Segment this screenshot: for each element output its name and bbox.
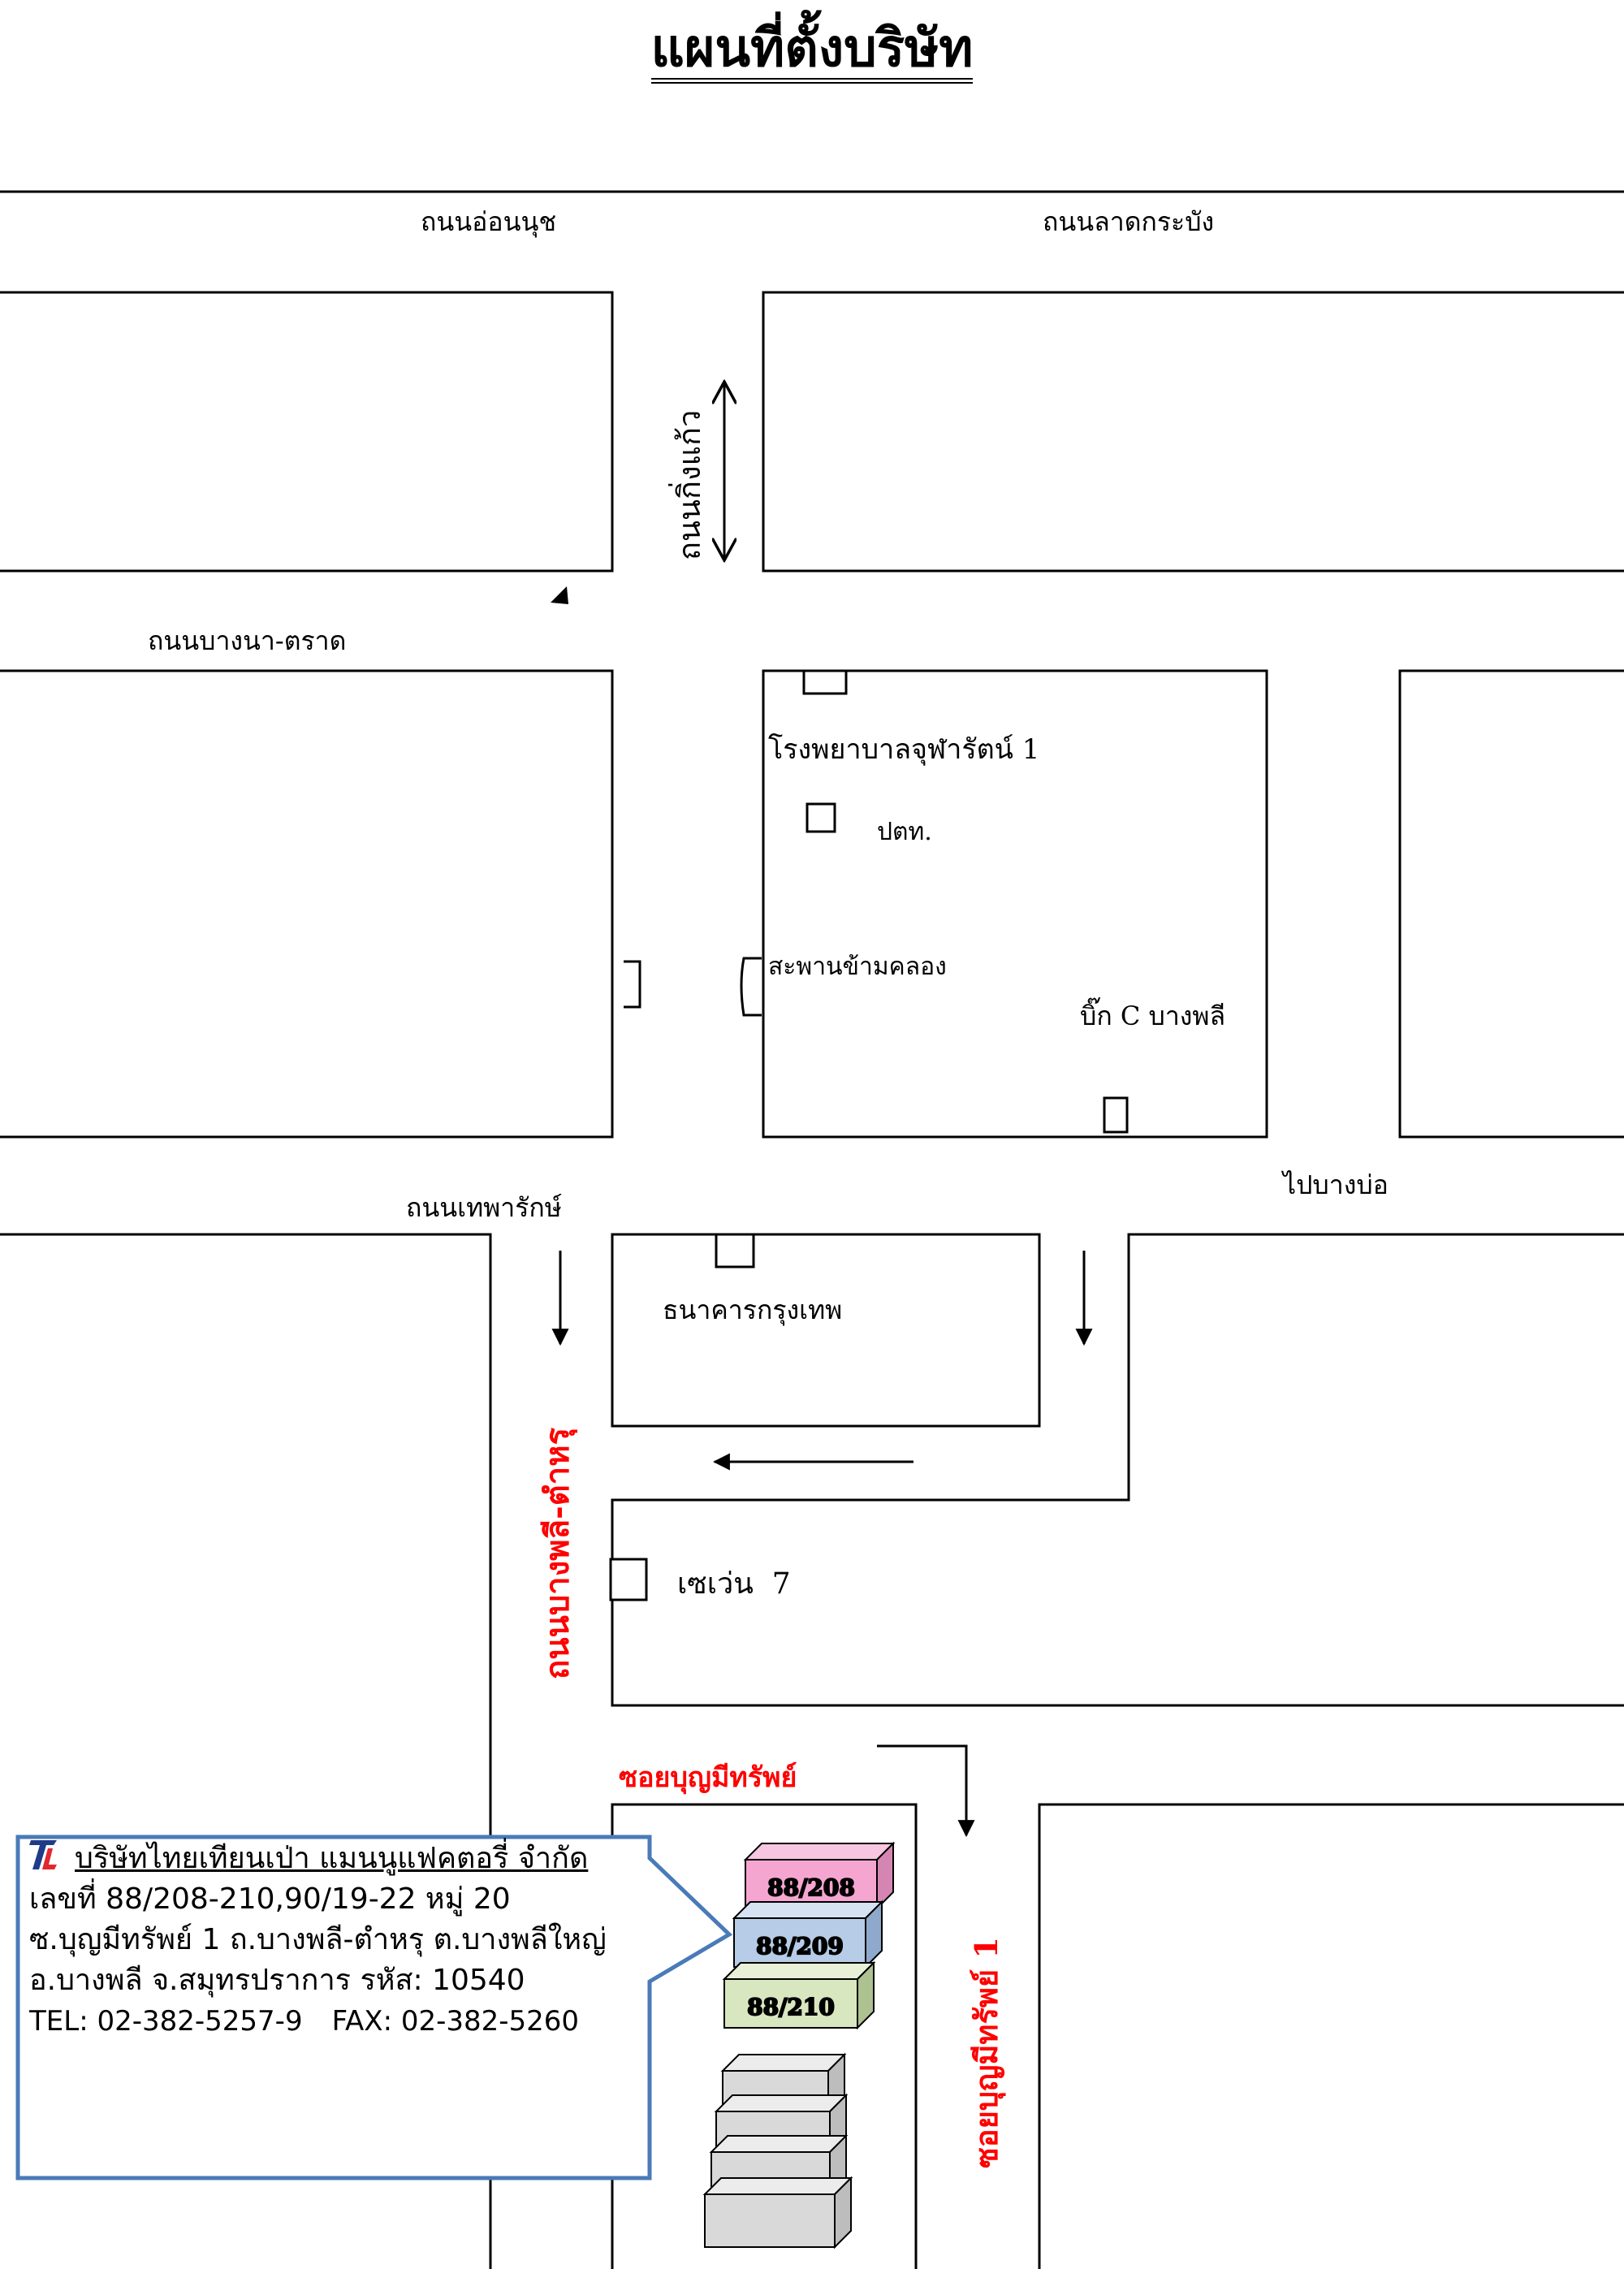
road-label-thepharak: ถนนเทพารักษ์ — [406, 1192, 562, 1223]
landmark-label-big-c: บิ๊ก C บางพลี — [1080, 997, 1225, 1031]
road-label-king-kaew: ถนนกิ่งแก้ว — [668, 410, 707, 560]
road-label-lat-krabang: ถนนลาดกระบัง — [1043, 206, 1214, 237]
company-name: บริษัทไทยเทียนเป่า แมนนูแฟคตอรี่ จำกัด — [29, 1839, 630, 1879]
company-contact: TEL: 02-382-5257-9 FAX: 02-382-5260 — [29, 2001, 630, 2042]
company-fax: FAX: 02-382-5260 — [331, 2005, 580, 2038]
building-label-88-208: 88/208 — [767, 1874, 855, 1901]
road-label-bangna-trat: ถนนบางนา-ตราด — [148, 625, 346, 656]
company-tel: TEL: 02-382-5257-9 — [29, 2005, 303, 2038]
building-label-88-209: 88/209 — [756, 1933, 844, 1960]
road-label-on-nut: ถนนอ่อนนุช — [421, 206, 556, 238]
landmark-label-bridge: สะพานข้ามคลอง — [768, 953, 947, 981]
company-info: บริษัทไทยเทียนเป่า แมนนูแฟคตอรี่ จำกัด เ… — [29, 1839, 630, 2042]
landmark-markers — [609, 669, 1129, 1601]
company-address-line-1: เลขที่ 88/208-210,90/19-22 หมู่ 20 — [29, 1882, 511, 1916]
map-arrows — [551, 382, 1093, 1838]
road-label-soi-boonmee: ซอยบุญมีทรัพย์ — [619, 1761, 797, 1795]
warehouse-buildings — [702, 2052, 853, 2250]
company-building-88-208: 88/208 — [743, 1841, 896, 1911]
road-label-soi-boonmee-1: ซอยบุญมีทรัพย์ 1 — [968, 1937, 1006, 2168]
company-info-callout — [15, 1835, 733, 2180]
direction-marker-icon — [551, 586, 568, 604]
road-label-to-bang-bo: ไปบางบ่อ — [1281, 1169, 1389, 1200]
building-label-88-210: 88/210 — [747, 1994, 835, 2020]
page-title: แผนที่ตั้งบริษัท — [0, 23, 1624, 84]
company-building-88-209: 88/209 — [732, 1899, 884, 1969]
landmark-label-ptt: ปตท. — [877, 818, 932, 846]
landmark-label-bangkok-bank: ธนาคารกรุงเทพ — [663, 1294, 842, 1326]
landmark-label-seven-eleven: เซเว่น 7 — [677, 1567, 791, 1601]
company-logo-icon — [29, 1840, 57, 1869]
company-address-line-3: อ.บางพลี จ.สมุทรปราการ รหัส: 10540 — [29, 1964, 525, 1997]
company-building-88-210: 88/210 — [722, 1960, 876, 2030]
company-address-line-2: ซ.บุญมีทรัพย์ 1 ถ.บางพลี-ตำหรุ ต.บางพลีใ… — [29, 1923, 607, 1956]
landmark-label-hospital: โรงพยาบาลจุฬารัตน์ 1 — [768, 733, 1039, 766]
road-label-bangphli-tamru: ถนนบางพลี-ตำหรุ — [538, 1427, 578, 1679]
